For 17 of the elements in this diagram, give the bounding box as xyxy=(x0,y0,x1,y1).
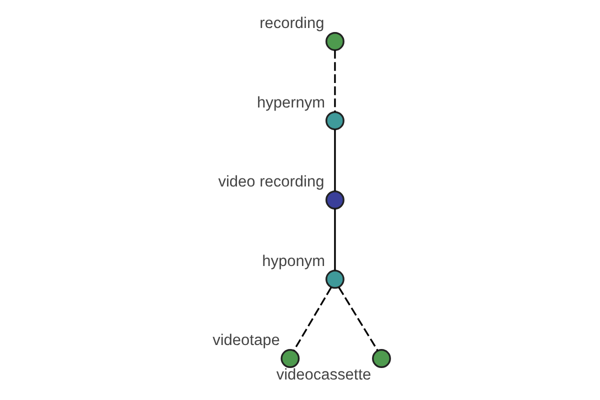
connector xyxy=(292,287,332,351)
node-circle xyxy=(324,32,344,51)
node-circle xyxy=(324,270,344,289)
connector xyxy=(334,50,336,112)
node-label: recording xyxy=(259,15,324,32)
node-label: video recording xyxy=(218,174,324,191)
node-label: videocassette xyxy=(276,366,371,384)
node-circle xyxy=(280,349,300,368)
node-circle xyxy=(372,349,390,368)
node-circle xyxy=(324,111,344,130)
node-label: videotape xyxy=(212,332,280,350)
node-label: hypernym xyxy=(256,94,325,112)
connector xyxy=(334,208,336,270)
node-circle xyxy=(324,190,344,210)
connector xyxy=(338,287,378,351)
node-label: hyponym xyxy=(262,252,325,270)
connector xyxy=(334,129,336,192)
